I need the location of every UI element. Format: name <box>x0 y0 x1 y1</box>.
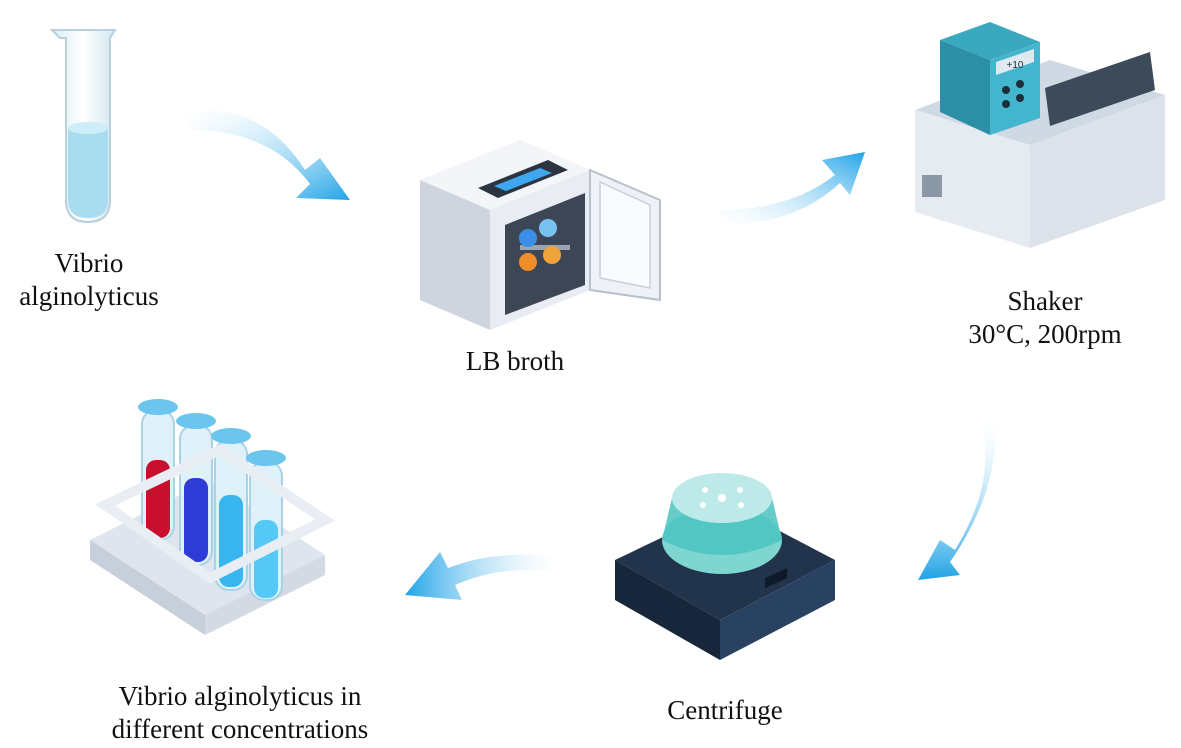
arrow-to-shaker <box>720 152 865 225</box>
shaker-label: Shaker 30°C, 200rpm <box>930 285 1160 351</box>
vibrio-label-line2: alginolyticus <box>19 281 159 311</box>
shaker-water-bath-icon: +10 <box>915 22 1165 248</box>
test-tube-icon <box>49 29 117 224</box>
lb-broth-label: LB broth <box>465 346 565 376</box>
final-step-label: Vibrio alginolyticus in different concen… <box>60 680 420 746</box>
shaker-label-line2: 30°C, 200rpm <box>968 319 1122 349</box>
centrifuge-label: Centrifuge <box>667 695 783 725</box>
final-step-label-line2: different concentrations <box>111 714 369 744</box>
shaker-label-line1: Shaker <box>1007 286 1083 316</box>
test-tube-rack-icon <box>90 399 335 635</box>
final-step-label-line1: Vibrio alginolyticus in <box>118 681 362 711</box>
shaker-display: +10 <box>1007 60 1024 71</box>
arrow-to-centrifuge <box>918 420 996 580</box>
incubator-icon <box>420 140 661 330</box>
vibrio-label: Vibrio alginolyticus <box>0 247 178 313</box>
vibrio-label-line1: Vibrio <box>54 248 124 278</box>
arrow-to-test-tube-rack <box>405 552 558 600</box>
arrow-to-lb-broth <box>185 110 350 200</box>
centrifuge-icon <box>615 473 835 660</box>
